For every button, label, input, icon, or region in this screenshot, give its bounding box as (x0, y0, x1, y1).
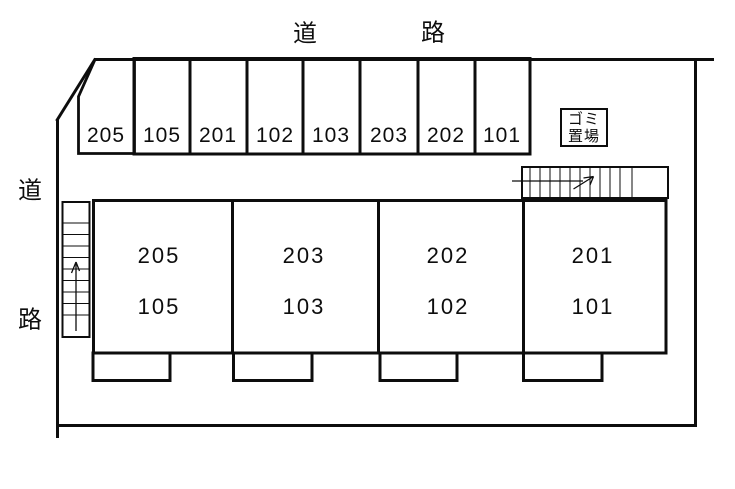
parking-label-203: 203 (369, 124, 409, 147)
stairs-west-direction-arrow (70, 261, 81, 331)
porch-unit-3 (378, 351, 459, 382)
garbage-storage-box: ゴミ 置場 (560, 108, 608, 147)
boundary-line-diagonal (55, 57, 97, 122)
garbage-storage-label-line2: 置場 (567, 127, 600, 145)
parking-label-202: 202 (426, 124, 466, 147)
unit-label-105: 105 (137, 294, 181, 319)
porch-unit-1 (91, 351, 172, 382)
unit-label-203: 203 (282, 243, 326, 268)
stairs-north-outline (521, 166, 669, 199)
porch-unit-2 (232, 351, 314, 382)
unit-label-205: 205 (137, 243, 181, 268)
unit-label-202: 202 (426, 243, 470, 268)
stairs-north-treads (529, 167, 633, 198)
parking-label-105: 105 (142, 124, 182, 147)
unit-label-102: 102 (426, 294, 470, 319)
porch-unit-4 (522, 351, 604, 382)
parking-label-103: 103 (311, 124, 351, 147)
parking-label-205: 205 (86, 124, 126, 147)
unit-label-103: 103 (282, 294, 326, 319)
stairs-north-direction-arrow (512, 175, 595, 190)
unit-label-101: 101 (571, 294, 615, 319)
stairs-north (512, 166, 669, 199)
parking-space-205 (77, 58, 136, 155)
parking-label-201: 201 (198, 124, 238, 147)
road-label-top-2: 路 (421, 19, 445, 47)
stairs-west (61, 201, 91, 338)
road-label-left-2: 路 (18, 306, 42, 334)
garbage-storage-label-line1: ゴミ (567, 110, 600, 128)
road-label-left-1: 道 (18, 177, 42, 205)
parking-space-101 (473, 57, 532, 156)
parking-label-102: 102 (255, 124, 295, 147)
unit-label-201: 201 (571, 243, 615, 268)
road-label-top-1: 道 (293, 20, 317, 48)
parking-label-101: 101 (482, 124, 522, 147)
